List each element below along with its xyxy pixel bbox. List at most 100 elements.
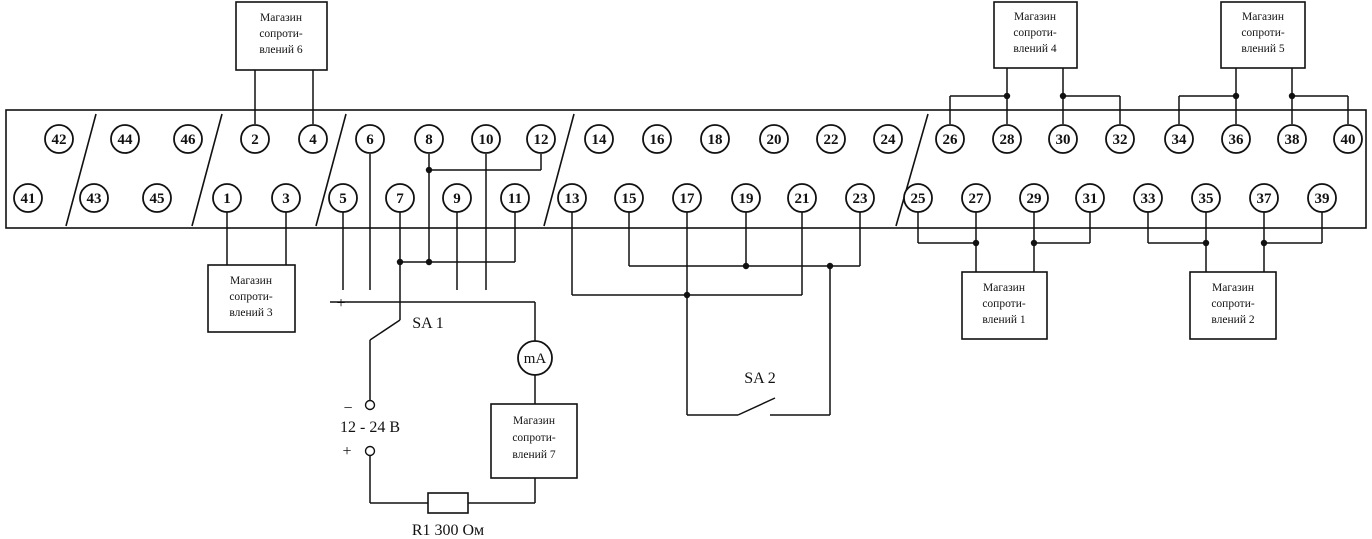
terminal-6: 6 [355,124,385,154]
svg-text:сопроти-: сопроти- [1013,27,1057,39]
svg-text:Магазин: Магазин [983,282,1025,294]
terminal-5: 5 [328,183,358,213]
terminal-21: 21 [787,183,817,213]
svg-text:12: 12 [534,132,549,148]
terminal-10: 10 [471,124,501,154]
svg-text:30: 30 [1056,132,1071,148]
svg-text:19: 19 [739,191,754,207]
terminal-1: 1 [212,183,242,213]
svg-text:Магазин: Магазин [513,415,555,427]
svg-text:влений 5: влений 5 [1241,43,1284,55]
terminal-12: 12 [526,124,556,154]
svg-text:влений 4: влений 4 [1013,43,1056,55]
terminal-44: 44 [110,124,140,154]
terminal-33: 33 [1133,183,1163,213]
terminal-15: 15 [614,183,644,213]
terminal-19: 19 [731,183,761,213]
svg-text:6: 6 [366,132,374,148]
terminal-4: 4 [298,124,328,154]
svg-text:8: 8 [425,132,433,148]
svg-text:Магазин: Магазин [230,275,272,287]
svg-text:44: 44 [118,132,134,148]
svg-text:11: 11 [508,191,522,207]
terminal-40: 40 [1333,124,1363,154]
terminal-45: 45 [142,183,172,213]
svg-text:27: 27 [969,191,985,207]
svg-text:влений 1: влений 1 [982,314,1025,326]
svg-text:сопроти-: сопроти- [259,28,303,40]
svg-text:Магазин: Магазин [260,12,302,24]
resistance-box-2: Магазин сопроти- влений 2 [1189,271,1277,340]
svg-text:влений 3: влений 3 [229,307,272,319]
svg-text:28: 28 [1000,132,1015,148]
terminal-35: 35 [1191,183,1221,213]
terminal-42: 42 [44,124,74,154]
terminal-37: 37 [1249,183,1279,213]
svg-text:42: 42 [52,132,67,148]
svg-text:сопроти-: сопроти- [982,298,1026,310]
resistance-box-1: Магазин сопроти- влений 1 [961,271,1048,340]
junction-dots [396,92,1296,299]
svg-text:5: 5 [339,191,347,207]
svg-text:37: 37 [1257,191,1273,207]
svg-text:24: 24 [881,132,897,148]
svg-text:14: 14 [592,132,608,148]
svg-text:34: 34 [1172,132,1188,148]
terminal-29: 29 [1019,183,1049,213]
svg-text:41: 41 [21,191,36,207]
terminal-16: 16 [642,124,672,154]
terminals-top-row: 42 44 46 2 4 6 8 10 12 14 16 18 20 22 24… [44,124,1363,154]
svg-text:26: 26 [943,132,959,148]
svg-text:2: 2 [251,132,259,148]
svg-text:3: 3 [282,191,290,207]
terminal-13: 13 [557,183,587,213]
power-supply: − + 12 - 24 В [340,399,400,460]
svg-text:7: 7 [396,191,404,207]
sa1-label: SA 1 [412,315,444,332]
terminal-block-frame [5,109,1367,229]
svg-text:Магазин: Магазин [1242,11,1284,23]
terminal-43: 43 [79,183,109,213]
svg-text:32: 32 [1113,132,1128,148]
svg-text:21: 21 [795,191,810,207]
terminal-24: 24 [873,124,903,154]
svg-text:сопроти-: сопроти- [229,291,273,303]
terminal-26: 26 [935,124,965,154]
svg-text:33: 33 [1141,191,1156,207]
svg-text:29: 29 [1027,191,1042,207]
svg-text:38: 38 [1285,132,1300,148]
svg-text:17: 17 [680,191,696,207]
svg-text:18: 18 [708,132,723,148]
terminal-41: 41 [13,183,43,213]
terminal-14: 14 [584,124,614,154]
terminal-23: 23 [845,183,875,213]
svg-text:сопроти-: сопроти- [1241,27,1285,39]
svg-text:36: 36 [1229,132,1245,148]
svg-text:1: 1 [223,191,231,207]
terminal-11: 11 [500,183,530,213]
svg-text:Магазин: Магазин [1212,282,1254,294]
terminals-bottom-row: 41 43 45 1 3 5 7 9 11 13 15 17 19 21 23 … [13,183,1337,213]
svg-text:46: 46 [181,132,197,148]
svg-text:13: 13 [565,191,580,207]
svg-text:mA: mA [524,351,547,367]
terminal-38: 38 [1277,124,1307,154]
resistor-r1: R1 300 Ом [412,492,484,539]
svg-text:15: 15 [622,191,637,207]
terminal-9: 9 [442,183,472,213]
terminal-25: 25 [903,183,933,213]
svg-text:40: 40 [1341,132,1356,148]
milliammeter: mA [517,340,553,376]
svg-text:35: 35 [1199,191,1214,207]
svg-text:45: 45 [150,191,165,207]
svg-text:влений 7: влений 7 [512,449,555,461]
resistance-box-4: Магазин сопроти- влений 4 [993,1,1078,69]
svg-text:9: 9 [453,191,461,207]
resistance-box-5: Магазин сопроти- влений 5 [1220,1,1306,69]
resistance-box-6: Магазин сопроти- влений 6 [235,1,328,71]
terminal-7: 7 [385,183,415,213]
svg-text:R1 300 Ом: R1 300 Ом [412,522,484,539]
svg-text:25: 25 [911,191,926,207]
terminal-28: 28 [992,124,1022,154]
